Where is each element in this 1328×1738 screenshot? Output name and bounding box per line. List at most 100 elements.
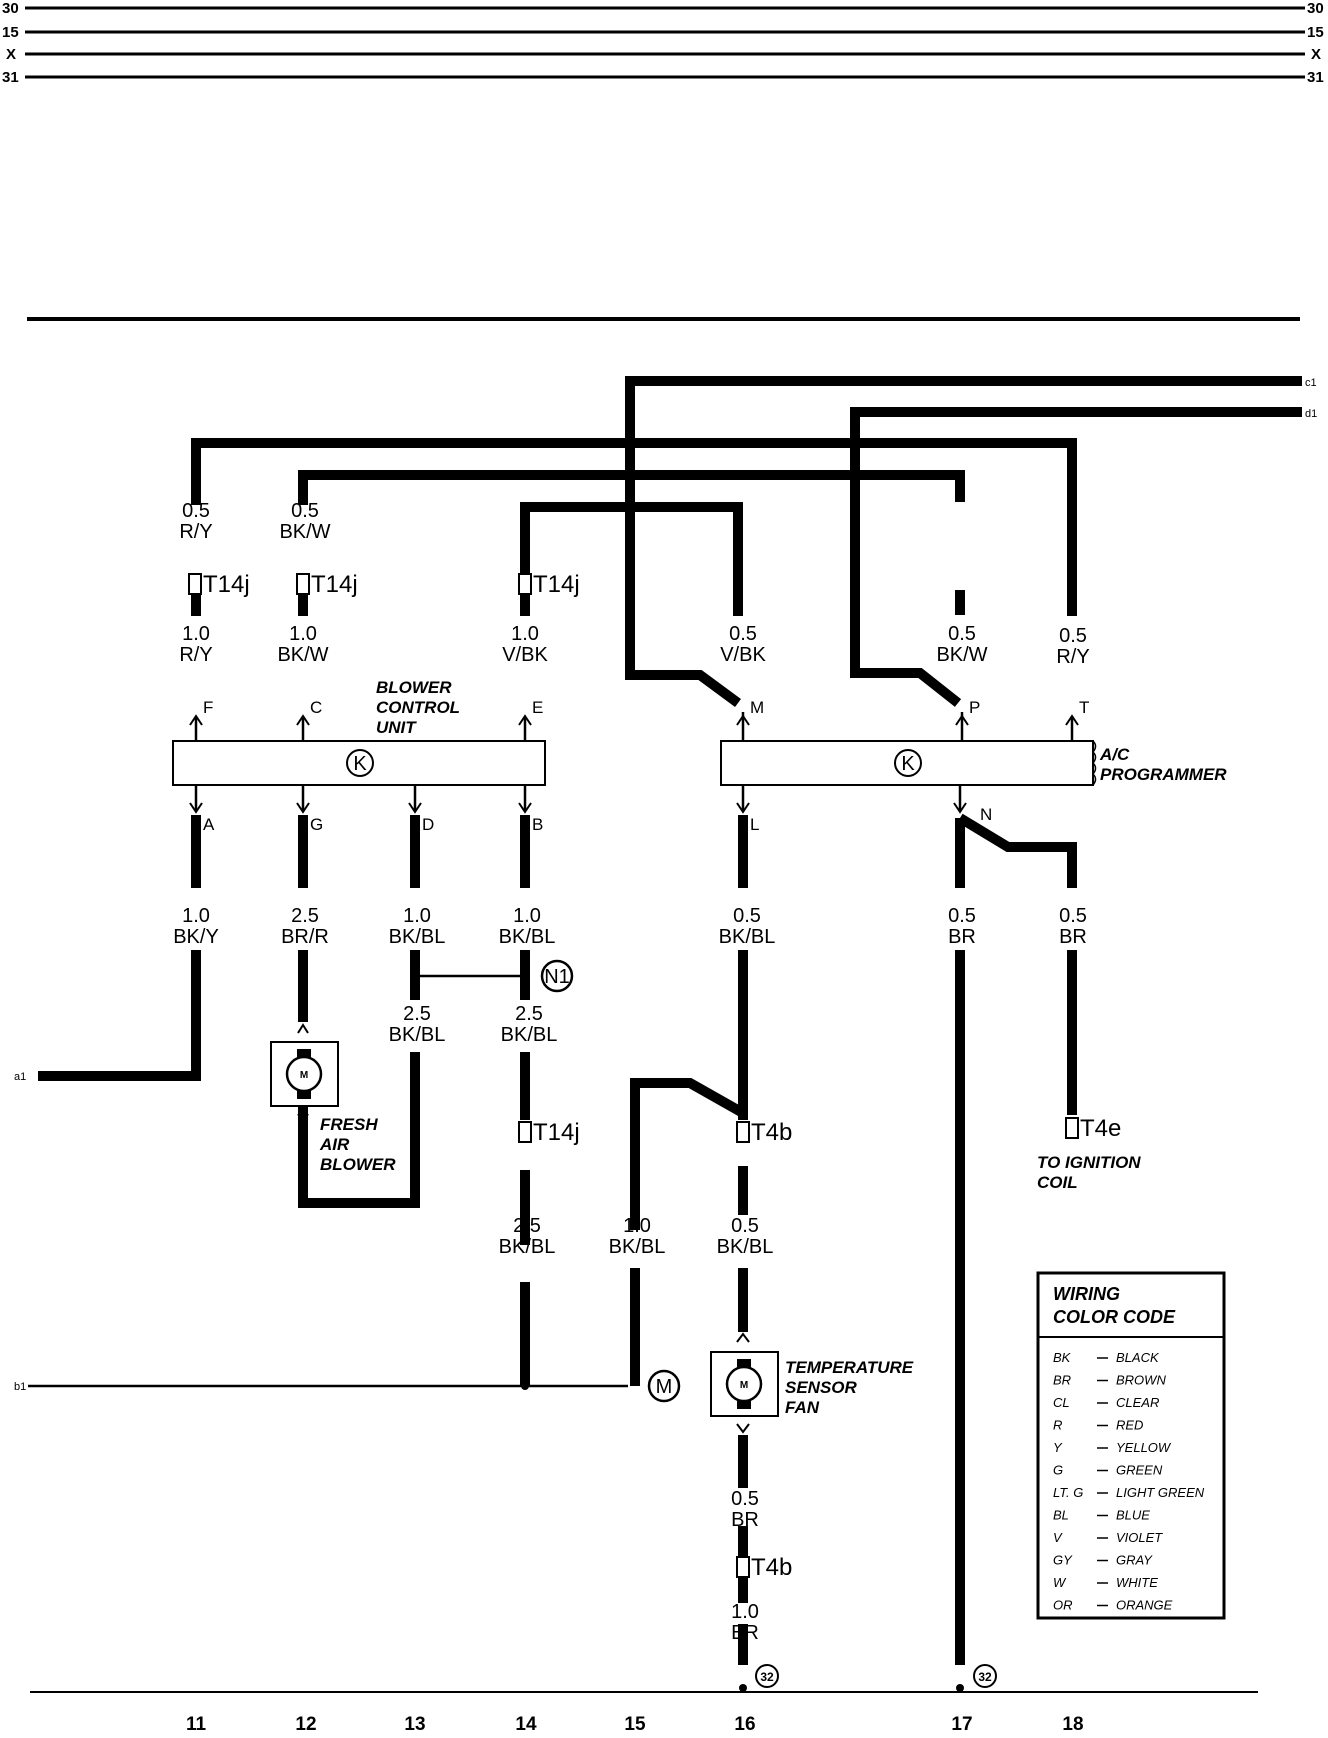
wire-size: 0.5 [948, 623, 976, 645]
thin-wires [28, 973, 1258, 1693]
motor-brush [737, 1359, 751, 1367]
wire-size: 0.5 [948, 905, 976, 927]
legend-color-name: CLEAR [1116, 1395, 1159, 1410]
temperature-sensor-fan: M TEMPERATURE SENSOR FAN [710, 1332, 914, 1434]
legend-color-name: GRAY [1116, 1553, 1153, 1568]
legend-code: CL [1053, 1395, 1070, 1410]
bus-label-x-right: X [1311, 46, 1321, 63]
wire-size: 1.0 [289, 623, 317, 645]
pin-arrow-icon [955, 714, 969, 726]
connector-t4b: T4b [736, 1119, 792, 1146]
wire-size: 0.5 [1059, 625, 1087, 647]
component-label: A/C [1099, 745, 1130, 764]
legend-color-name: LIGHT GREEN [1116, 1485, 1205, 1500]
pin-label: G [310, 815, 323, 834]
wire-color: R/Y [179, 644, 212, 666]
side-label-c1: c1 [1305, 377, 1317, 389]
connector-t4e: T4e [1065, 1115, 1121, 1142]
column-number: 12 [295, 1714, 316, 1735]
box-edge-break [1091, 740, 1097, 786]
bus-label-30-left: 30 [2, 0, 19, 17]
legend-color-name: YELLOW [1116, 1440, 1172, 1455]
pin-arrow-icon [736, 1423, 750, 1434]
column-number: 17 [951, 1714, 972, 1735]
wire-blower-return [298, 1052, 420, 1208]
legend-color-name: BLUE [1116, 1508, 1150, 1523]
wire-f-to-t [191, 438, 1077, 616]
side-label-a1: a1 [14, 1071, 26, 1083]
wire-color: BK/BL [717, 1236, 774, 1258]
pin-arrow-icon [296, 802, 310, 814]
legend-code: BL [1053, 1508, 1069, 1523]
pin-label: A [203, 815, 215, 834]
wire-color: BK/W [279, 521, 330, 543]
wire-a-to-a1 [38, 950, 201, 1081]
ground-32-icon [755, 1664, 779, 1688]
component-label: CONTROL [376, 698, 460, 717]
pin-label: E [532, 698, 543, 717]
legend-row: BL BLUE [1053, 1508, 1150, 1523]
wire-color: BK/W [936, 644, 987, 666]
side-labels: c1 d1 a1 b1 [14, 377, 1317, 1393]
ground-m-label: M [656, 1376, 673, 1398]
wire-size: 1.0 [731, 1601, 759, 1623]
ground-n1-icon [540, 959, 574, 993]
connector-icon [736, 1556, 750, 1578]
legend-code: BK [1053, 1350, 1072, 1365]
wire-color: V/BK [720, 644, 766, 666]
connector-icon [296, 573, 310, 595]
pin-arrow-icon [953, 802, 967, 814]
legend-code: OR [1053, 1598, 1073, 1613]
wire-c1-to-pin-m [625, 376, 1302, 708]
connectors: T14j T14j T14j T14j T4b T4b T4e [188, 571, 1121, 1581]
legend-box [1036, 1271, 1226, 1620]
connector-label: T14j [311, 571, 358, 598]
component-label: PROGRAMMER [1100, 765, 1227, 784]
wire-size: 2.5 [515, 1003, 543, 1025]
column-numbers: 11 12 13 14 15 16 17 18 [186, 1714, 1084, 1735]
motor-symbol: M [300, 1070, 308, 1081]
ground-points: N1 M 32 32 [540, 959, 997, 1692]
wire-color: BR [731, 1509, 759, 1531]
wire-size: 0.5 [731, 1488, 759, 1510]
wire-color: BK/BL [609, 1236, 666, 1258]
pin-arrow-icon [408, 802, 422, 814]
ground-32-label: 32 [760, 1670, 774, 1684]
control-unit-symbol [346, 749, 374, 777]
connector-t14j: T14j [188, 571, 250, 598]
connector-icon [518, 573, 532, 595]
pin-arrow-icon [736, 1332, 750, 1343]
bus-lines: 30 15 X 31 30 15 X 31 [2, 0, 1324, 86]
wire-color: R/Y [179, 521, 212, 543]
wire-color: BK/Y [173, 926, 219, 948]
wire-size: 1.0 [403, 905, 431, 927]
pin-label: F [203, 698, 213, 717]
ground-m-icon [647, 1369, 681, 1403]
pin-arrow-icon [518, 802, 532, 814]
column-number: 15 [624, 1714, 646, 1735]
wire-size: 0.5 [291, 500, 319, 522]
junction-dot [521, 1382, 529, 1390]
wire-size: 0.5 [729, 623, 757, 645]
wire-size: 0.5 [733, 905, 761, 927]
wire-color: BR [948, 926, 976, 948]
blower-control-unit: K BLOWER CONTROL UNIT F C E A G D B [172, 678, 546, 834]
component-label: FRESH [320, 1115, 378, 1134]
legend-row: CL CLEAR [1053, 1395, 1159, 1410]
wire-color: BR/R [281, 926, 329, 948]
connector-label: T14j [533, 1119, 580, 1146]
motor-icon [285, 1055, 323, 1093]
connector-icon [736, 1121, 750, 1143]
column-number: 14 [515, 1714, 537, 1735]
wire-size: 2.5 [291, 905, 319, 927]
legend-color-name: WHITE [1116, 1575, 1158, 1590]
wire-color: BK/BL [719, 926, 776, 948]
wires [38, 376, 1302, 1665]
column-number: 16 [734, 1714, 755, 1735]
